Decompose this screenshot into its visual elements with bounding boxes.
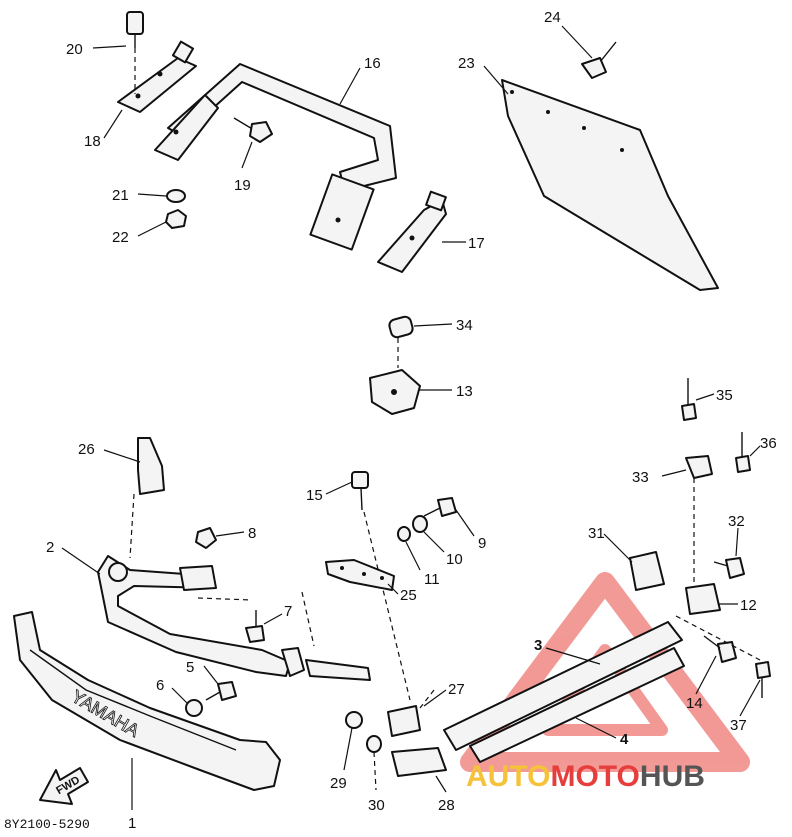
callout-10: 10 xyxy=(446,551,463,568)
callout-21: 21 xyxy=(112,187,129,204)
callout-35: 35 xyxy=(716,387,733,404)
part-2-lower-frame xyxy=(97,555,371,681)
part-13-clamp xyxy=(369,369,421,415)
callout-5: 5 xyxy=(186,659,194,676)
part-16-upper-bar xyxy=(154,63,397,251)
callout-34: 34 xyxy=(456,317,473,334)
watermark-moto: MOTO xyxy=(550,760,639,793)
callout-12: 12 xyxy=(740,597,757,614)
part-10-washer xyxy=(412,515,428,533)
callout-24: 24 xyxy=(544,9,561,26)
part-28-cover xyxy=(391,747,447,777)
callout-11: 11 xyxy=(424,571,440,588)
part-36-rivet xyxy=(735,432,751,473)
part-17-bracket xyxy=(377,190,447,273)
part-12-clamp xyxy=(685,583,721,615)
part-33-holder xyxy=(685,455,713,586)
part-7-bolt xyxy=(245,610,265,643)
callout-2: 2 xyxy=(46,539,54,556)
callout-8: 8 xyxy=(248,525,256,542)
part-15-bolt xyxy=(351,471,411,701)
callout-3: 3 xyxy=(534,637,542,654)
part-5-bolt xyxy=(205,681,237,701)
callout-17: 17 xyxy=(468,235,485,252)
part-35-rivet xyxy=(681,378,697,421)
callout-31: 31 xyxy=(588,525,605,542)
callouts: 20 18 16 19 21 22 17 23 24 34 13 26 2 8 … xyxy=(46,9,777,832)
callout-13: 13 xyxy=(456,383,473,400)
callout-29: 29 xyxy=(330,775,347,792)
part-21-nut xyxy=(166,189,186,203)
part-27-bracket xyxy=(387,689,435,737)
callout-16: 16 xyxy=(364,55,381,72)
watermark-auto: AUTO xyxy=(466,760,550,793)
callout-15: 15 xyxy=(306,487,323,504)
part-37-rivet xyxy=(675,615,771,698)
part-6-washer xyxy=(185,699,203,717)
callout-20: 20 xyxy=(66,41,83,58)
callout-23: 23 xyxy=(458,55,475,72)
part-31-clamp xyxy=(629,551,665,591)
part-24-rivet xyxy=(581,41,617,79)
callout-26: 26 xyxy=(78,441,95,458)
callout-6: 6 xyxy=(156,677,164,694)
callout-25: 25 xyxy=(400,587,417,604)
part-30-washer xyxy=(366,735,382,791)
callout-37: 37 xyxy=(730,717,747,734)
part-29-nut xyxy=(345,711,363,729)
part-18-bracket xyxy=(117,40,197,113)
callout-14: 14 xyxy=(686,695,703,712)
part-32-bolt xyxy=(713,557,745,579)
part-1-front-guard xyxy=(13,611,281,810)
part-11-washer xyxy=(397,526,411,542)
part-9-bolt xyxy=(423,497,457,517)
part-25-clamp xyxy=(325,559,395,591)
part-14-bolt xyxy=(703,635,737,663)
callout-1: 1 xyxy=(128,815,136,832)
drawing-code: 8Y2100-5290 xyxy=(4,817,90,832)
callout-28: 28 xyxy=(438,797,455,814)
callout-30: 30 xyxy=(368,797,385,814)
fwd-arrow: FWD xyxy=(39,767,89,805)
callout-19: 19 xyxy=(234,177,251,194)
svg-text:AUTOMOTOHUB: AUTOMOTOHUB xyxy=(466,760,705,793)
callout-7: 7 xyxy=(284,603,292,620)
part-23-windscreen xyxy=(501,79,719,291)
part-19-bolt xyxy=(233,117,273,143)
part-34-collar xyxy=(388,315,414,368)
watermark-hub: HUB xyxy=(640,760,705,793)
part-8-nut xyxy=(195,527,217,549)
part-20-bolt xyxy=(126,11,144,94)
part-26-bracket xyxy=(129,437,165,559)
callout-36: 36 xyxy=(760,435,777,452)
part-22-nut xyxy=(165,209,187,229)
part-3-4-lower-bars xyxy=(443,621,685,763)
callout-33: 33 xyxy=(632,469,649,486)
callout-32: 32 xyxy=(728,513,745,530)
callout-22: 22 xyxy=(112,229,129,246)
callout-4: 4 xyxy=(620,731,629,748)
callout-9: 9 xyxy=(478,535,486,552)
callout-18: 18 xyxy=(84,133,101,150)
callout-27: 27 xyxy=(448,681,465,698)
watermark-text: AUTOMOTOHUB xyxy=(466,760,705,793)
